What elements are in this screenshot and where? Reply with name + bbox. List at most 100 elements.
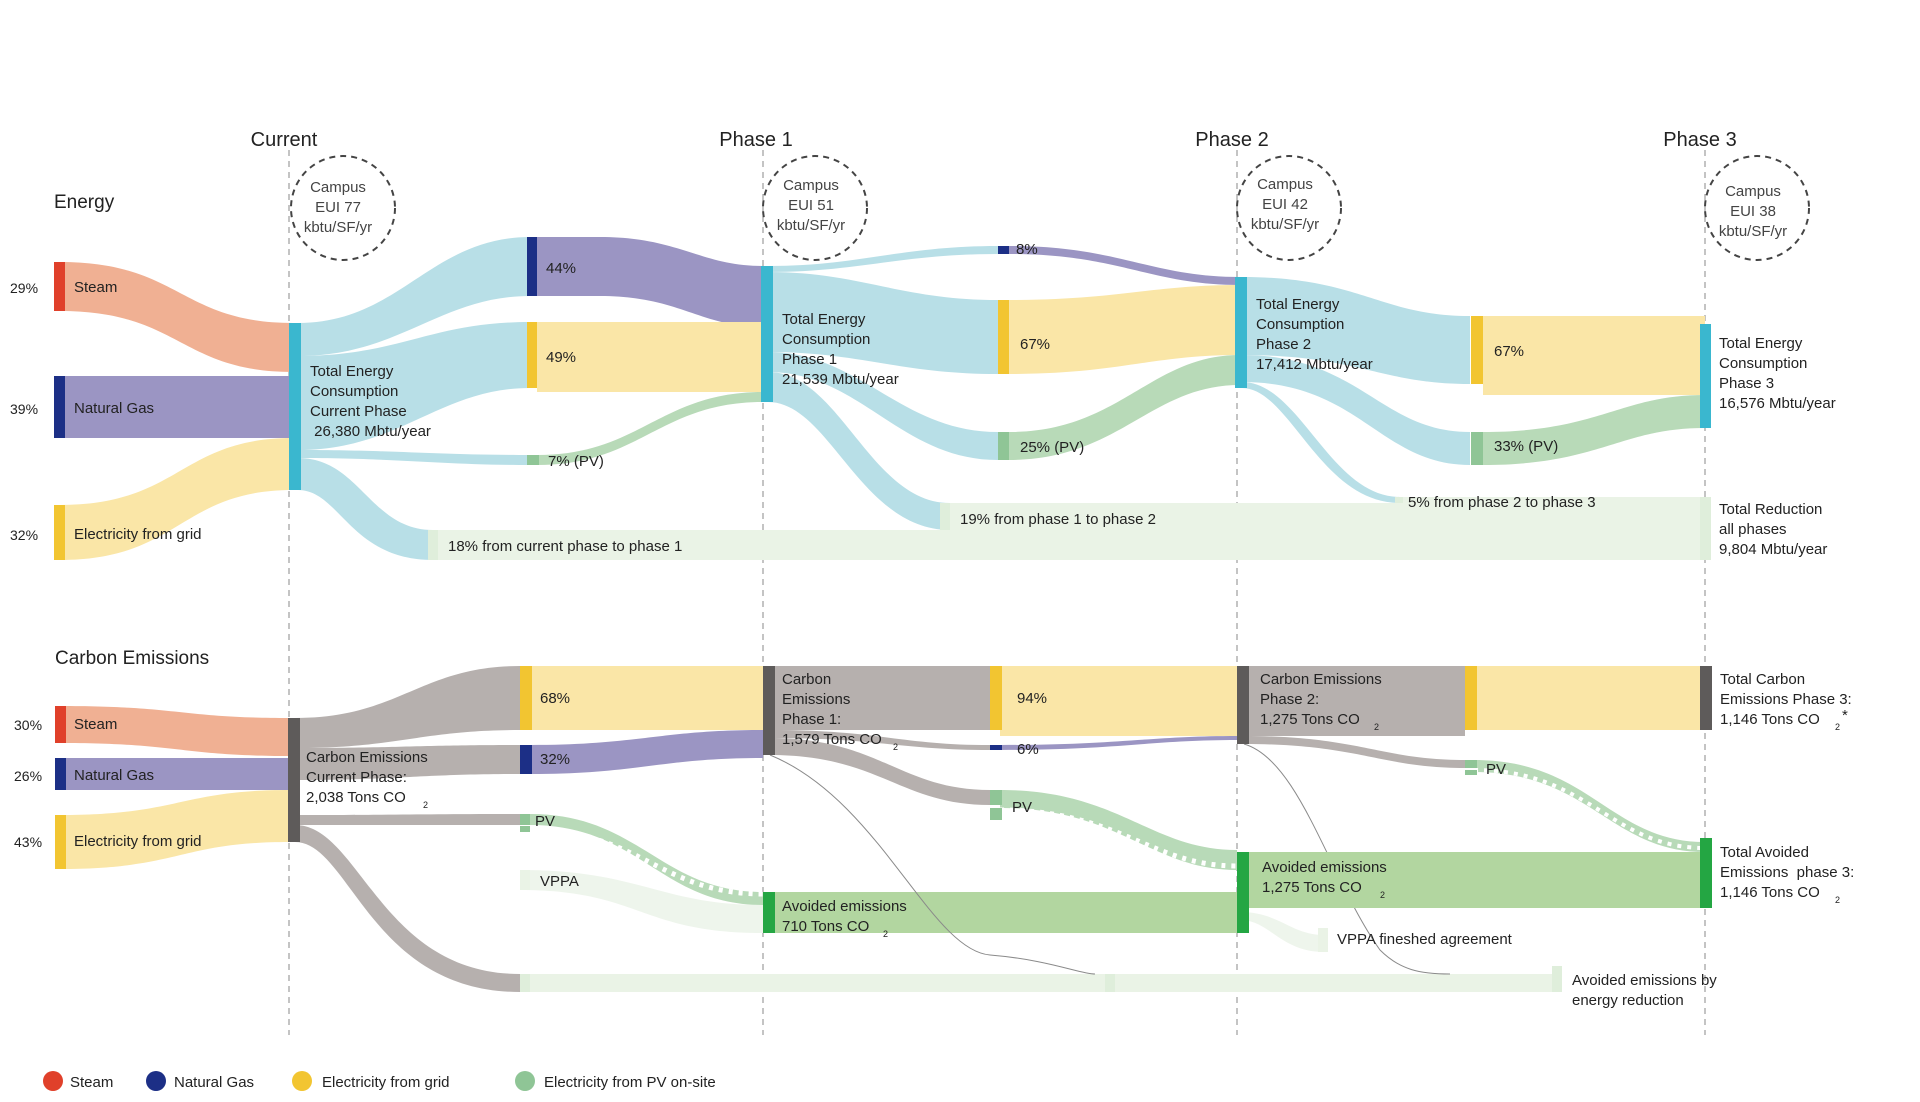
energy-flow-p2-pv-to-total	[1009, 355, 1240, 460]
energy-pct-natural-gas: 39%	[10, 401, 38, 417]
svg-text:EUI 51: EUI 51	[788, 197, 834, 214]
carbon-vppa-finished-label: VPPA fineshed agreement	[1337, 931, 1513, 948]
node-carbon-avoided-p2	[1237, 852, 1249, 933]
node-p3-pv	[1471, 432, 1483, 465]
node-total-p2	[1235, 277, 1247, 388]
svg-text:kbtu/SF/yr: kbtu/SF/yr	[1251, 216, 1319, 233]
carbon-flow-label-p1-vppa: VPPA	[540, 873, 579, 890]
svg-text:2: 2	[1374, 722, 1379, 732]
svg-text:EUI 42: EUI 42	[1262, 196, 1308, 213]
carbon-flow-p2-pv-to-avoided	[1000, 790, 1237, 870]
node-reduction-p2-p3	[1395, 497, 1403, 503]
node-carbon-steam	[55, 706, 66, 743]
svg-text:26,380 Mbtu/year: 26,380 Mbtu/year	[310, 423, 431, 440]
svg-text:Total Carbon: Total Carbon	[1720, 671, 1805, 688]
svg-text:Consumption: Consumption	[1719, 355, 1807, 372]
svg-text:kbtu/SF/yr: kbtu/SF/yr	[1719, 223, 1787, 240]
node-carbon-p1-vppa	[520, 870, 530, 890]
energy-total-current-label: Total Energy Consumption Current Phase 2…	[310, 363, 431, 440]
carbon-nodes	[55, 666, 1712, 992]
node-carbon-reduction-mid	[1105, 974, 1115, 992]
node-carbon-p2-gas	[990, 745, 1002, 750]
energy-flow-natural-gas	[60, 376, 293, 438]
legend-label-steam: Steam	[70, 1074, 113, 1091]
energy-flow-p2-gas-to-total	[1009, 246, 1240, 285]
energy-reduction-label-current-p1: 18% from current phase to phase 1	[448, 538, 682, 555]
energy-flow-current-to-reduction	[298, 458, 433, 560]
energy-flow-current-to-p1-pv	[298, 450, 530, 465]
carbon-total-p3-label: Total Carbon Emissions Phase 3: 1,146 To…	[1720, 671, 1852, 732]
svg-text:EUI 38: EUI 38	[1730, 203, 1776, 220]
carbon-label-natural-gas: Natural Gas	[74, 767, 154, 784]
carbon-flow-p2-thin-to-reduction	[1243, 743, 1451, 975]
node-carbon-p1-gas	[520, 745, 532, 774]
carbon-flow-p2-to-p3-pv	[1244, 736, 1465, 768]
carbon-avoided-p2-label: Avoided emissions 1,275 Tons CO 2	[1262, 859, 1387, 900]
energy-flow-label-p2-grid: 67%	[1020, 336, 1050, 353]
legend-swatch-natural-gas	[146, 1071, 166, 1091]
carbon-vppa-band	[520, 870, 763, 933]
svg-text:Phase 2:: Phase 2:	[1260, 691, 1319, 708]
carbon-avoided-p1-label: Avoided emissions 710 Tons CO 2	[782, 898, 907, 939]
carbon-flow-p3-pv-dashed	[1473, 768, 1706, 850]
energy-flow-p3-pv-to-total	[1483, 395, 1705, 465]
node-carbon-p1-grid	[520, 666, 532, 730]
node-total-p1	[761, 266, 773, 402]
svg-text:16,576 Mbtu/year: 16,576 Mbtu/year	[1719, 395, 1836, 412]
svg-text:kbtu/SF/yr: kbtu/SF/yr	[304, 219, 372, 236]
svg-text:Campus: Campus	[1257, 176, 1313, 193]
energy-reduction-label-p1-p2: 19% from phase 1 to phase 2	[960, 511, 1156, 528]
carbon-flow-p2-pv-dashed	[999, 807, 1238, 869]
svg-text:710 Tons CO: 710 Tons CO	[782, 918, 869, 935]
phase-title-phase-1: Phase 1	[719, 129, 792, 151]
svg-text:Avoided emissions: Avoided emissions	[1262, 859, 1387, 876]
carbon-avoided-reduction-label: Avoided emissions by energy reduction	[1572, 972, 1717, 1009]
energy-reduction-band-p2-p3	[1400, 497, 1705, 503]
svg-text:2: 2	[893, 742, 898, 752]
svg-text:1,579 Tons CO: 1,579 Tons CO	[782, 731, 882, 748]
energy-flow-p1-gas-to-total	[537, 237, 763, 327]
svg-text:17,412 Mbtu/year: 17,412 Mbtu/year	[1256, 356, 1373, 373]
svg-text:EUI 77: EUI 77	[315, 199, 361, 216]
energy-label-steam: Steam	[74, 279, 117, 296]
energy-flow-p1-to-reduction	[768, 372, 950, 530]
carbon-flow-p1-to-p2-pv	[770, 738, 990, 805]
energy-label-natural-gas: Natural Gas	[74, 400, 154, 417]
node-carbon-total-p2	[1237, 666, 1249, 744]
legend-label-pv: Electricity from PV on-site	[544, 1074, 716, 1091]
energy-flow-p1-to-p2-gas	[768, 246, 998, 272]
carbon-avoided-p3-label: Total Avoided Emissions phase 3: 1,146 T…	[1720, 844, 1854, 905]
node-total-reduction	[1700, 497, 1711, 560]
energy-flow-label-p3-pv: 33% (PV)	[1494, 438, 1558, 455]
legend-label-natural-gas: Natural Gas	[174, 1074, 254, 1091]
carbon-total-p1-label: Carbon Emissions Phase 1: 1,579 Tons CO …	[782, 671, 898, 752]
carbon-total-p2-label: Carbon Emissions Phase 2: 1,275 Tons CO …	[1260, 671, 1382, 732]
eui-circle-current: Campus EUI 77 kbtu/SF/yr	[290, 155, 396, 261]
carbon-flow-label-p1-pv: PV	[535, 813, 555, 830]
svg-text:Phase 3: Phase 3	[1719, 375, 1774, 392]
carbon-label-steam: Steam	[74, 716, 117, 733]
svg-text:Total Energy: Total Energy	[1719, 335, 1803, 352]
svg-text:Phase 2: Phase 2	[1256, 336, 1311, 353]
svg-text:Current Phase:: Current Phase:	[306, 769, 407, 786]
svg-text:kbtu/SF/yr: kbtu/SF/yr	[777, 217, 845, 234]
svg-text:2: 2	[1380, 890, 1385, 900]
carbon-flow-steam	[60, 706, 289, 756]
svg-text:*: *	[1842, 707, 1848, 724]
svg-text:Campus: Campus	[310, 179, 366, 196]
node-total-current	[289, 323, 301, 490]
svg-text:2: 2	[883, 929, 888, 939]
carbon-flow-label-p2-pv: PV	[1012, 799, 1032, 816]
carbon-label-grid: Electricity from grid	[74, 833, 202, 850]
node-carbon-p1-pv	[520, 814, 530, 825]
carbon-flow-p2-grid-to-total	[1000, 666, 1237, 736]
svg-text:Carbon: Carbon	[782, 671, 831, 688]
carbon-flow-p2-gas-to-total	[1000, 736, 1237, 750]
svg-text:Carbon Emissions: Carbon Emissions	[306, 749, 428, 766]
svg-text:Emissions Phase 3:: Emissions Phase 3:	[1720, 691, 1852, 708]
phase-title-phase-3: Phase 3	[1663, 129, 1736, 151]
node-carbon-avoided-p3	[1700, 838, 1712, 908]
svg-text:1,275 Tons CO: 1,275 Tons CO	[1260, 711, 1360, 728]
energy-flow-p2-grid-to-total	[1009, 285, 1240, 374]
